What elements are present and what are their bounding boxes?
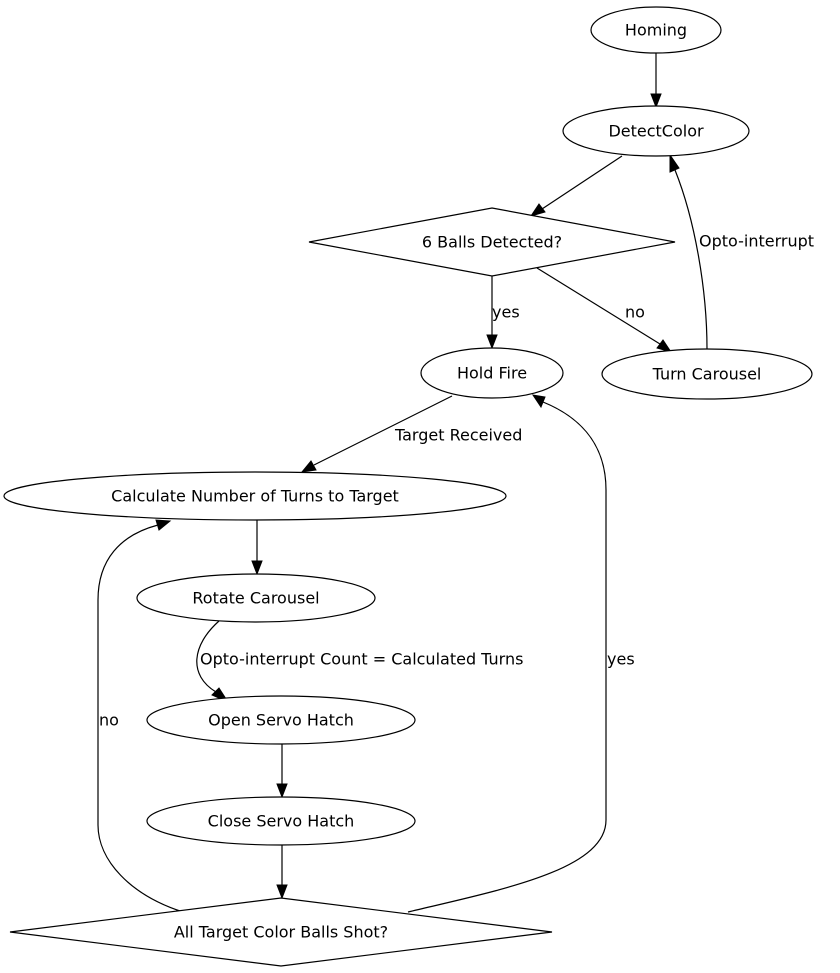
node-calc-turns: Calculate Number of Turns to Target — [3, 471, 507, 521]
edge-label-turn-opto: Opto-interrupt — [699, 232, 814, 251]
edge-sixballs-turncarousel-no — [536, 267, 673, 353]
node-all-target-shot-label: All Target Color Balls Shot? — [174, 923, 388, 942]
node-hold-fire: Hold Fire — [420, 347, 564, 399]
edge-allshot-holdfire-yes — [407, 394, 607, 913]
edge-sixballs-holdfire-yes — [486, 276, 498, 350]
node-close-servo-hatch: Close Servo Hatch — [146, 796, 416, 846]
node-homing-label: Homing — [625, 21, 687, 40]
edge-label-sixballs-yes: yes — [492, 303, 520, 322]
node-open-servo-hatch-label: Open Servo Hatch — [208, 711, 354, 730]
edge-label-allshot-no: no — [99, 711, 119, 730]
edge-label-sixballs-no: no — [625, 303, 645, 322]
edge-openhatch-closehatch — [276, 743, 288, 799]
edge-holdfire-calc — [300, 395, 453, 473]
edge-homing-detectcolor — [650, 53, 662, 109]
node-rotate-carousel: Rotate Carousel — [136, 573, 376, 623]
node-homing: Homing — [590, 6, 722, 54]
node-detectcolor: DetectColor — [562, 105, 750, 157]
edge-closehatch-allshot — [276, 845, 288, 900]
edge-detectcolor-sixballs — [529, 155, 623, 217]
edge-allshot-calc-no — [97, 519, 184, 913]
node-calc-turns-label: Calculate Number of Turns to Target — [111, 487, 399, 506]
edge-calc-rotate — [251, 520, 263, 576]
node-all-target-shot: All Target Color Balls Shot? — [9, 897, 553, 967]
node-rotate-carousel-label: Rotate Carousel — [192, 589, 319, 608]
node-close-servo-hatch-label: Close Servo Hatch — [208, 812, 355, 831]
edge-label-opto-count: Opto-interrupt Count = Calculated Turns — [200, 650, 523, 669]
node-hold-fire-label: Hold Fire — [457, 364, 527, 383]
node-turn-carousel: Turn Carousel — [601, 348, 813, 400]
edge-label-target-received: Target Received — [394, 426, 522, 445]
node-six-balls-detected: 6 Balls Detected? — [308, 207, 676, 277]
edge-turncarousel-detectcolor — [669, 153, 708, 350]
node-turn-carousel-label: Turn Carousel — [652, 365, 762, 384]
edge-label-allshot-yes: yes — [607, 650, 635, 669]
node-open-servo-hatch: Open Servo Hatch — [146, 695, 416, 745]
node-six-balls-label: 6 Balls Detected? — [422, 233, 562, 252]
node-detectcolor-label: DetectColor — [608, 122, 704, 141]
